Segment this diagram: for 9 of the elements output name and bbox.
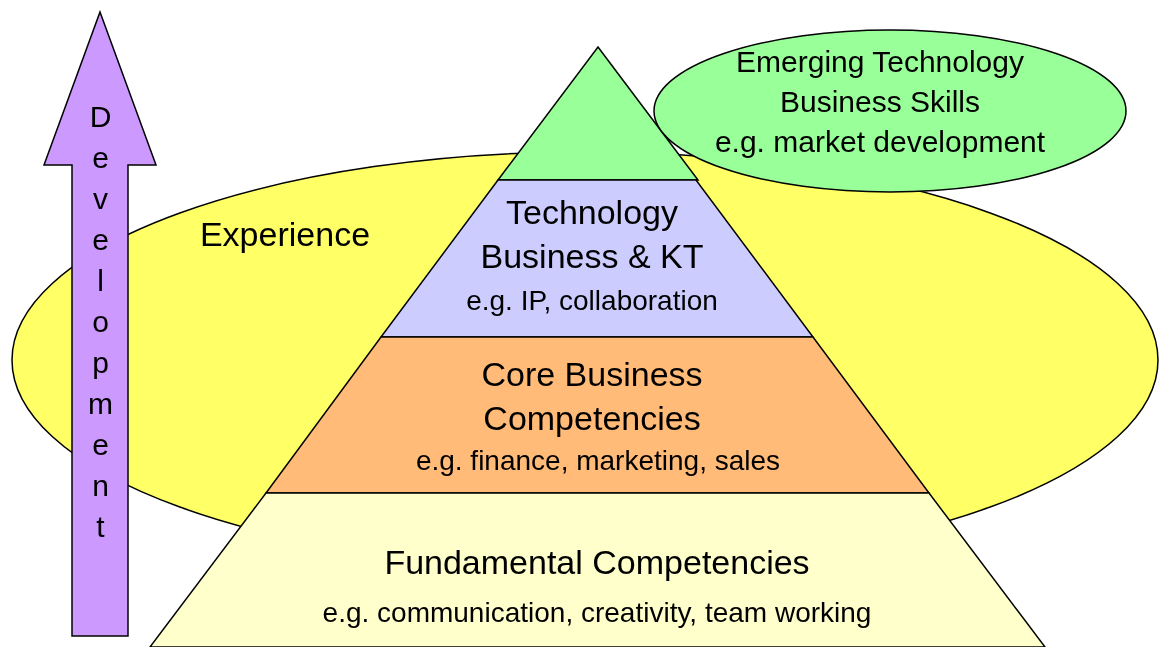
- tier-example: e.g. IP, collaboration: [465, 284, 719, 318]
- region-label: Experience: [198, 214, 372, 255]
- ellipse-example: e.g. market development: [713, 124, 1047, 160]
- arrow-label: Development: [83, 100, 118, 551]
- tier-title: Fundamental Competencies: [383, 542, 811, 583]
- tier-title: Core Business Competencies: [480, 354, 704, 439]
- tier-title: Technology Business & KT: [479, 192, 705, 277]
- tier-example: e.g. communication, creativity, team working: [321, 596, 873, 630]
- tier-example: e.g. finance, marketing, sales: [414, 444, 782, 478]
